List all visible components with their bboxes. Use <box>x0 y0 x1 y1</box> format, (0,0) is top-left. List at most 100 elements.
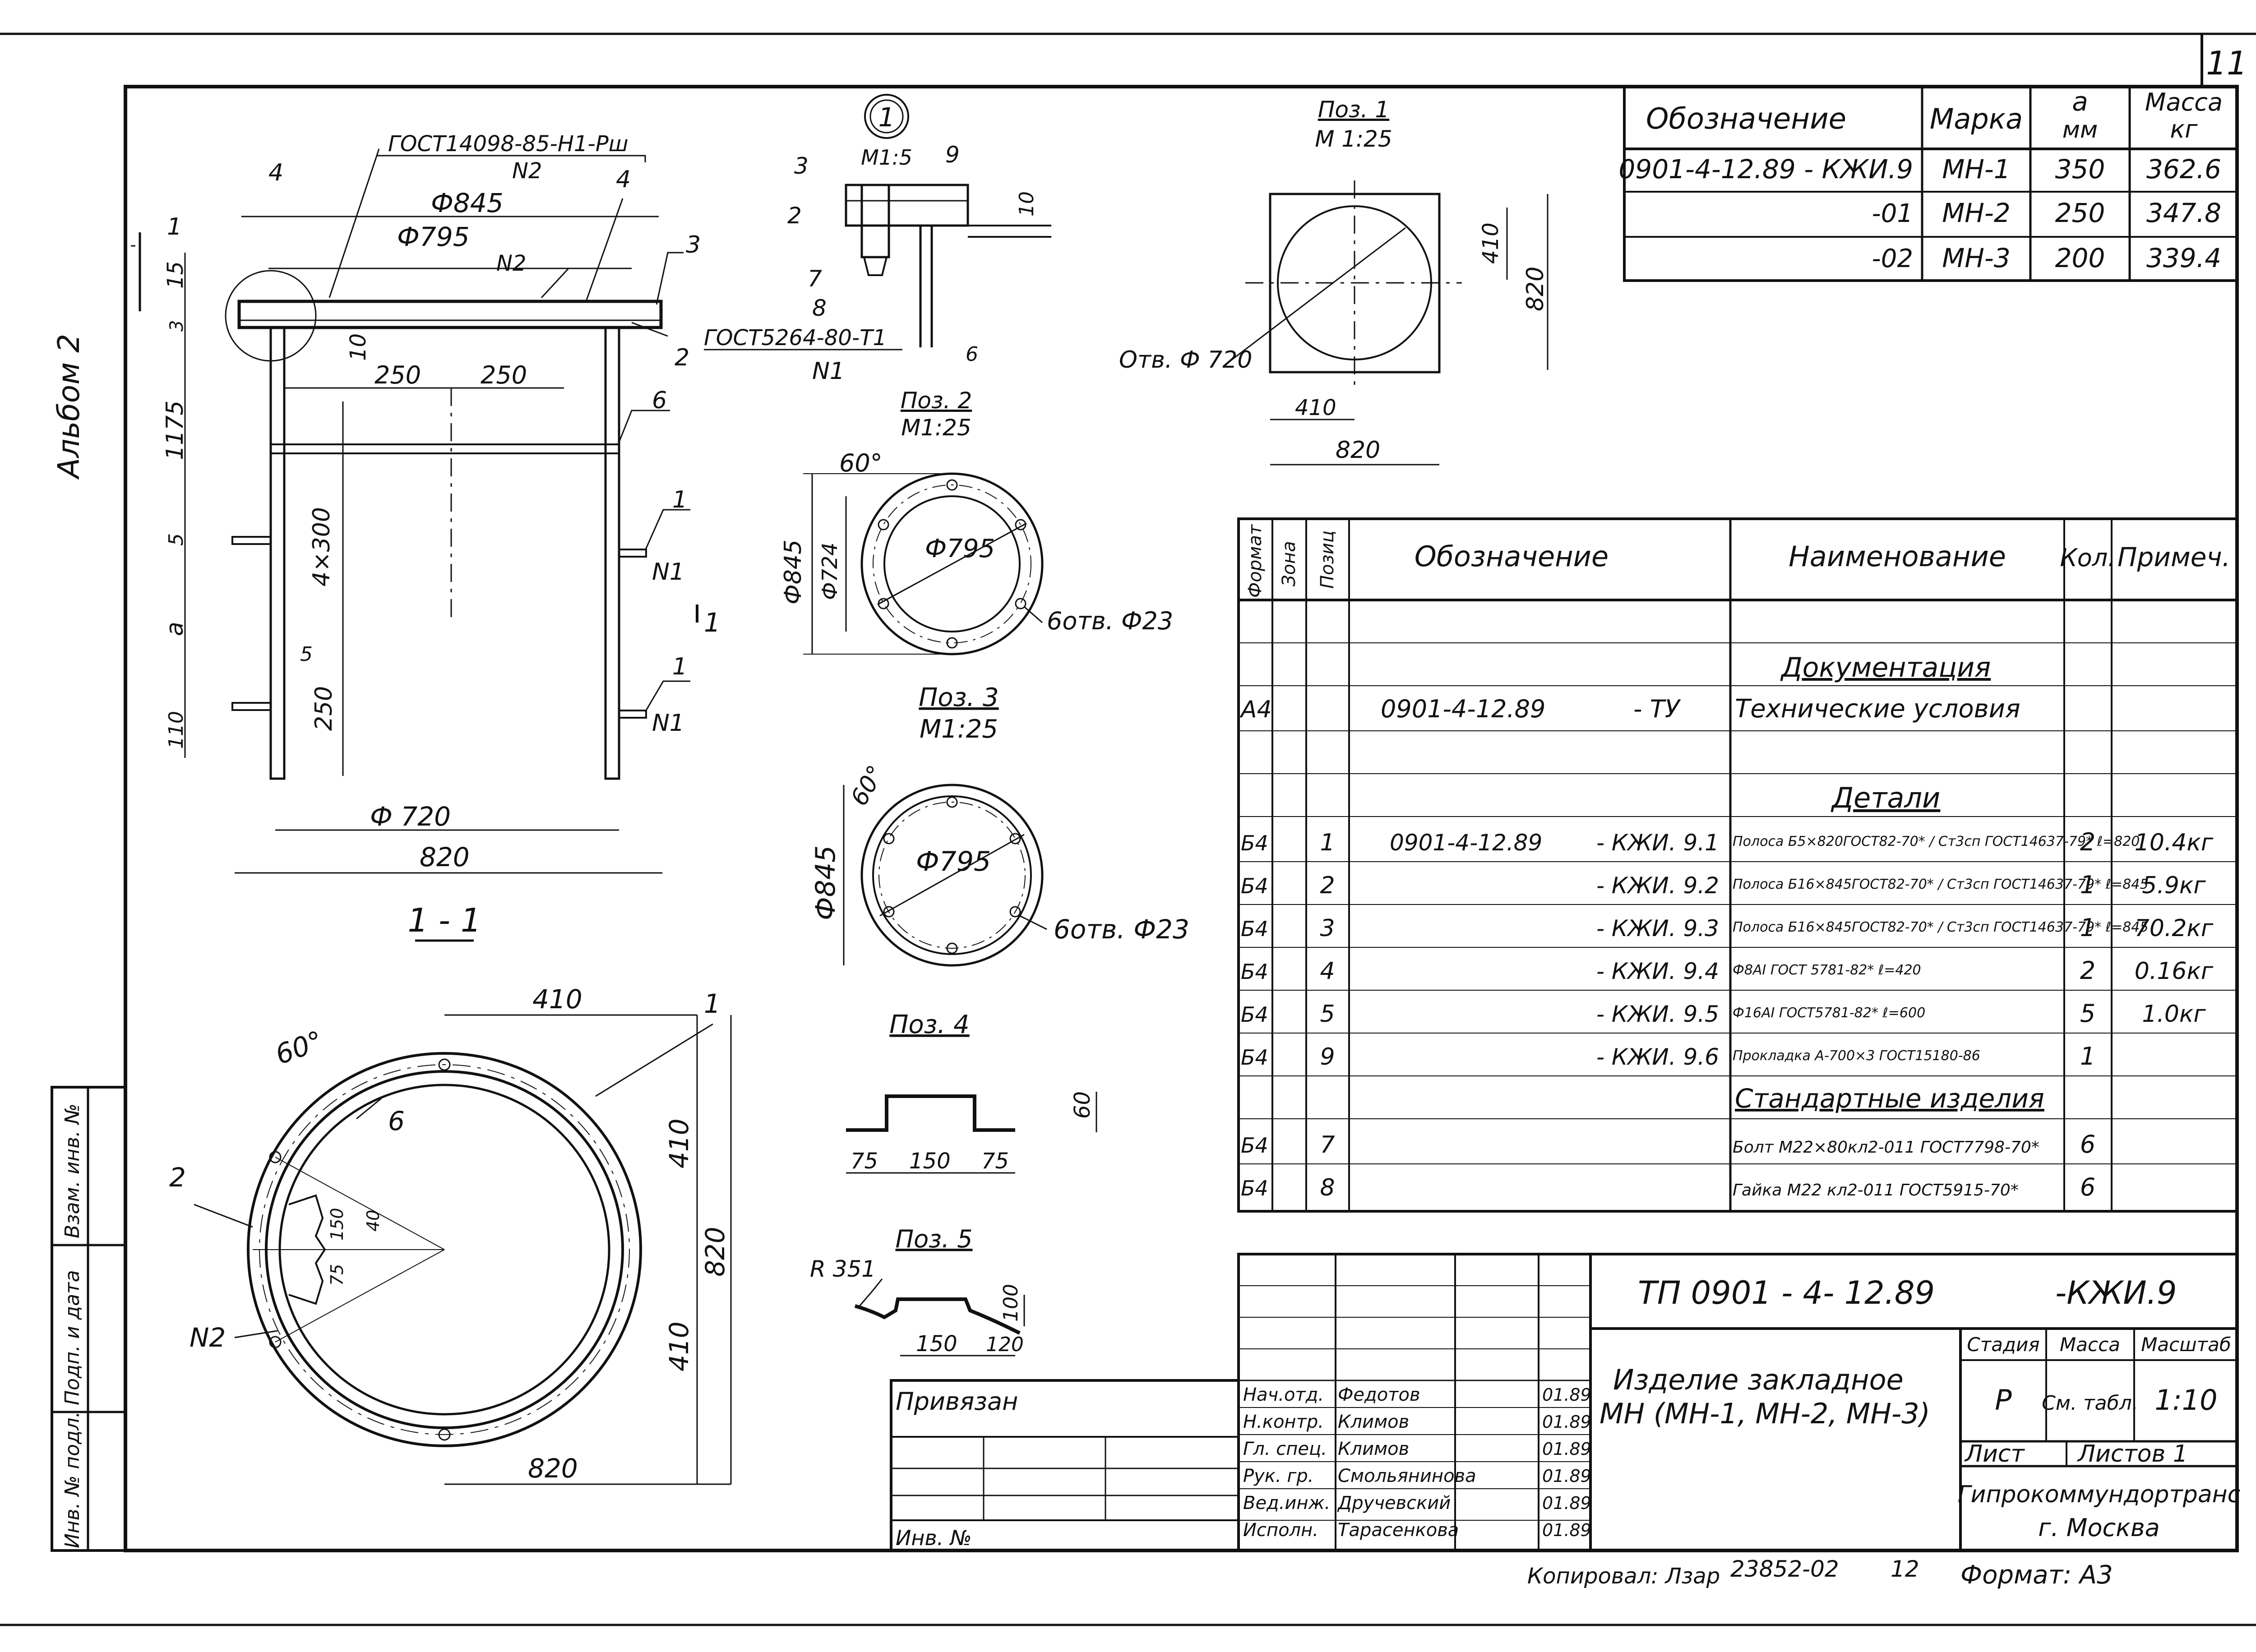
st-doc-code: 0901-4-12.89 <box>1381 695 1545 723</box>
poz4-c75: 75 <box>981 1149 1009 1174</box>
n2-label-top: N2 <box>512 158 542 184</box>
pos-1c: 1 <box>672 653 687 680</box>
poz-2: Поз. 2 М1:25 60° Ф845 Ф724 Ф795 6отв. Ф2… <box>780 388 1173 655</box>
sheet-number: 11 <box>2206 44 2247 82</box>
standard-name: Болт М22×80кл2-011 ГОСТ7798-70* <box>1733 1138 2039 1157</box>
vt-h-mm: мм <box>2062 116 2098 143</box>
signer-role: Рук. гр. <box>1243 1466 1314 1486</box>
vt-h-designation: Обозначение <box>1646 102 1846 136</box>
vt-h-mass: Масса <box>2145 88 2223 116</box>
node-pos-2: 2 <box>787 203 802 229</box>
signer-date: 01.89 <box>1542 1493 1591 1513</box>
signer-role: Вед.инж. <box>1243 1493 1330 1514</box>
dim-10: 10 <box>346 333 371 361</box>
signer-date: 01.89 <box>1542 1385 1591 1405</box>
dim-d720: Ф 720 <box>370 801 451 832</box>
vt-r3-mass: 339.4 <box>2146 243 2221 273</box>
poz1-dim-820v: 820 <box>1522 267 1549 311</box>
sheet-label: Лист <box>1964 1440 2025 1467</box>
standard-qty: 6 <box>2080 1173 2095 1201</box>
vt-h-kg: кг <box>2170 115 2198 143</box>
mass-header: Масса <box>2060 1334 2120 1356</box>
title-line1: Изделие закладное <box>1613 1363 1904 1396</box>
vt-r2-a: 250 <box>2055 198 2105 228</box>
section-n2: N2 <box>190 1322 226 1353</box>
poz2-d845: Ф845 <box>780 540 807 605</box>
section-d40: 40 <box>363 1210 383 1232</box>
section-pos-1: 1 <box>704 988 721 1019</box>
detail-suffix: - КЖИ. 9.4 <box>1596 958 1719 984</box>
vt-r2-mark: МН-2 <box>1942 198 2011 228</box>
detail-qty: 2 <box>2080 828 2095 856</box>
vt-r1-mass: 362.6 <box>2146 154 2221 185</box>
poz2-title: Поз. 2 <box>901 388 972 414</box>
standard-position: 8 <box>1320 1174 1335 1201</box>
detail-format: Б4 <box>1241 917 1268 941</box>
poz4-b150: 150 <box>909 1149 951 1174</box>
detail-name: Ф16АI ГОСТ5781-82* ℓ=600 <box>1733 1005 1925 1021</box>
format-label: Формат: А3 <box>1960 1560 2113 1590</box>
detail-name: Полоса Б16×845ГОСТ82-70* / Ст3сп ГОСТ146… <box>1733 919 2148 935</box>
detail-note: 70.2кг <box>2135 915 2214 942</box>
detail-name: Ф8АI ГОСТ 5781-82* ℓ=420 <box>1733 962 1921 978</box>
node-mark: 1 <box>878 102 895 133</box>
org-city: г. Москва <box>2038 1514 2160 1542</box>
signer-role: Исполн. <box>1243 1520 1318 1541</box>
detail-name: Полоса Б5×820ГОСТ82-70* / Ст3сп ГОСТ1463… <box>1733 834 2140 849</box>
poz4-title: Поз. 4 <box>889 1010 969 1039</box>
vt-r1-a: 350 <box>2055 154 2105 185</box>
detail-format: Б4 <box>1241 1045 1268 1070</box>
poz3-scale: М1:25 <box>920 715 998 744</box>
dim-110: 110 <box>165 711 188 749</box>
poz1-dim-410h: 410 <box>1295 395 1336 420</box>
section-h410a: 410 <box>664 1118 694 1168</box>
dim-1175: 1175 <box>162 401 189 460</box>
signer-role: Н.контр. <box>1243 1412 1324 1432</box>
poz5-radius: R 351 <box>810 1256 876 1282</box>
poz1-scale: М 1:25 <box>1315 126 1392 152</box>
standard-format: Б4 <box>1241 1133 1268 1158</box>
vt-r1-mark: МН-1 <box>1942 154 2011 185</box>
detail-format: Б4 <box>1241 1002 1268 1027</box>
dim-250-right: 250 <box>481 361 527 389</box>
cut-mark-1: 1 <box>704 607 721 638</box>
n1-label-b: N1 <box>652 710 684 737</box>
vt-r2-mass: 347.8 <box>2146 198 2221 228</box>
detail-note: 1.0кг <box>2142 1001 2206 1028</box>
inv-label: Инв. № <box>896 1526 972 1550</box>
vt-r1-designation: 0901-4-12.89 - КЖИ.9 <box>1618 154 1913 185</box>
mass-value: См. табл. <box>2042 1392 2138 1415</box>
detail-format: Б4 <box>1241 874 1268 898</box>
detail-qty: 1 <box>2080 871 2095 899</box>
st-doc-name: Технические условия <box>1735 694 2020 724</box>
side-strip: Инв. № подл. Подп. и дата Взам. инв. № <box>51 1086 127 1552</box>
section-title: 1 - 1 <box>407 901 481 939</box>
poz3-title: Поз. 3 <box>919 683 999 712</box>
poz-5: Поз. 5 R 351 150 120 100 <box>810 1225 1025 1357</box>
poz-1: Поз. 1 М 1:25 410 820 Отв. Ф 720 410 820 <box>1119 97 1549 466</box>
signer-role: Нач.отд. <box>1243 1384 1324 1405</box>
detail-note: 5.9кг <box>2142 872 2206 899</box>
copy-number: 23852-02 <box>1730 1556 1839 1582</box>
detail-position: 9 <box>1320 1043 1335 1071</box>
pos-1b: 1 <box>672 486 687 513</box>
project-code: ТП 0901 - 4- 12.89 <box>1638 1274 1935 1311</box>
variants-table: Обозначение Марка a мм Масса кг 0901-4-1… <box>1618 85 2238 282</box>
poz5-c120: 120 <box>986 1333 1024 1356</box>
detail-format: Б4 <box>1241 831 1268 855</box>
st-h-note: Примеч. <box>2117 542 2230 572</box>
node-pos-8: 8 <box>812 295 827 321</box>
detail-suffix: - КЖИ. 9.3 <box>1596 915 1719 941</box>
poz4-h60: 60 <box>1070 1091 1095 1119</box>
n2-label: N2 <box>496 251 526 276</box>
section-pos-6: 6 <box>388 1106 405 1136</box>
stage-value: Р <box>1995 1384 2012 1417</box>
detail-format: Б4 <box>1241 960 1268 984</box>
detail-qty: 2 <box>2080 956 2095 985</box>
poz1-dim-820h: 820 <box>1336 437 1380 464</box>
detail-qty: 1 <box>2080 914 2095 942</box>
node-scale: М1:5 <box>861 145 912 170</box>
st-h-name: Наименование <box>1789 540 2006 573</box>
